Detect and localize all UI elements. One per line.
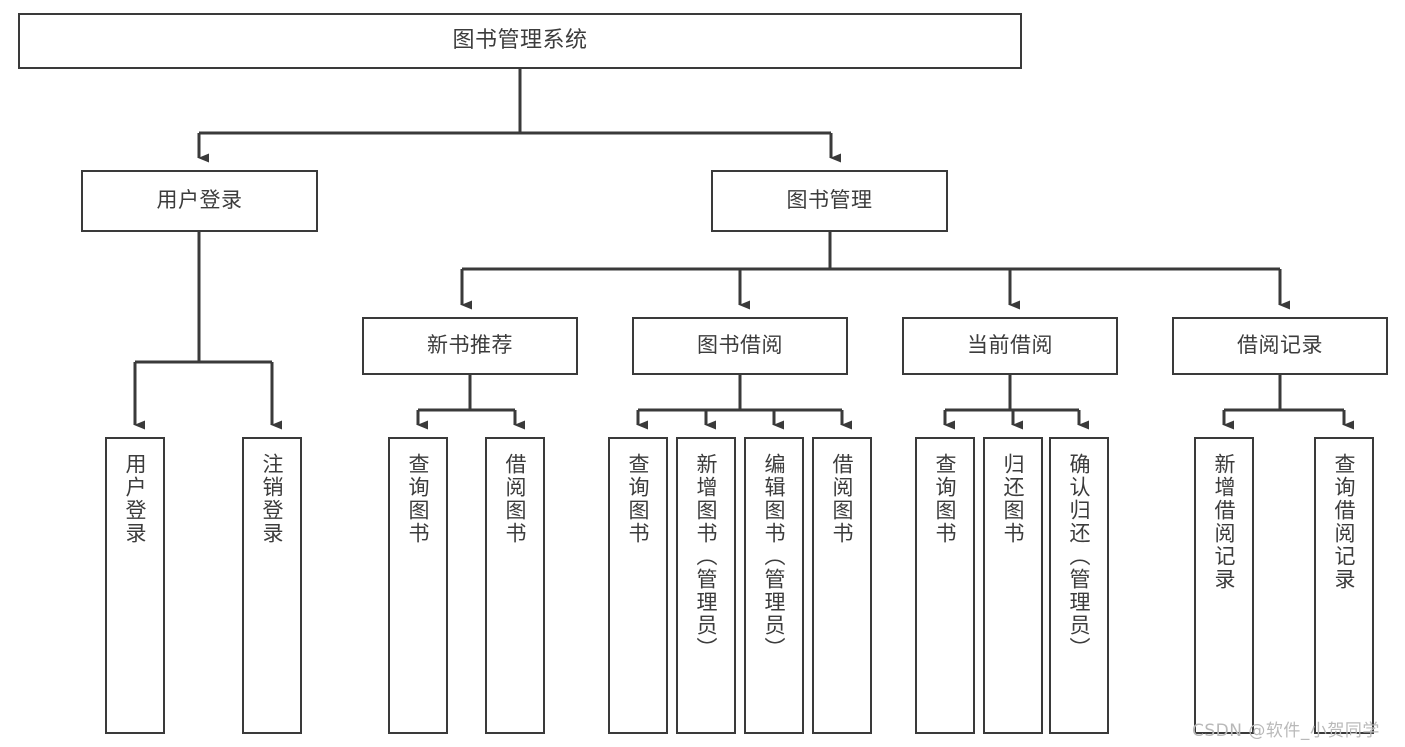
node-label: 借阅记录 [1237,333,1323,358]
node-label: 用户登录 [123,453,148,545]
node-label: 查询图书 [626,453,651,545]
node-level1-user-login[interactable]: 用户登录 [81,170,318,232]
node-label: 编辑图书（管理员） [762,453,787,660]
node-leaf-edit-book-admin[interactable]: 编辑图书（管理员） [744,437,804,734]
node-label: 借阅图书 [830,453,855,545]
node-label: 图书管理系统 [452,27,588,53]
node-label: 新书推荐 [427,333,513,358]
node-leaf-query-book-current[interactable]: 查询图书 [915,437,975,734]
node-leaf-borrow-book[interactable]: 借阅图书 [812,437,872,734]
node-leaf-return-book[interactable]: 归还图书 [983,437,1043,734]
node-leaf-logout[interactable]: 注销登录 [242,437,302,734]
node-level2-new-book-recommend[interactable]: 新书推荐 [362,317,578,375]
node-label: 当前借阅 [967,333,1053,358]
csdn-watermark: CSDN @软件_小贺同学 [1192,721,1380,741]
node-level2-current-borrow[interactable]: 当前借阅 [902,317,1118,375]
node-leaf-user-login[interactable]: 用户登录 [105,437,165,734]
node-leaf-query-borrow-record[interactable]: 查询借阅记录 [1314,437,1374,734]
node-label: 归还图书 [1001,453,1026,545]
node-leaf-borrow-book-recommend[interactable]: 借阅图书 [485,437,545,734]
node-label: 图书借阅 [697,333,783,358]
node-leaf-confirm-return-admin[interactable]: 确认归还（管理员） [1049,437,1109,734]
node-level1-book-management[interactable]: 图书管理 [711,170,948,232]
node-leaf-query-book-borrow[interactable]: 查询图书 [608,437,668,734]
node-label: 注销登录 [260,453,285,545]
node-label: 借阅图书 [503,453,528,545]
node-label: 新增图书（管理员） [694,453,719,660]
node-level2-borrow-record[interactable]: 借阅记录 [1172,317,1388,375]
node-leaf-add-borrow-record[interactable]: 新增借阅记录 [1194,437,1254,734]
node-root[interactable]: 图书管理系统 [18,13,1022,69]
node-leaf-query-book-recommend[interactable]: 查询图书 [388,437,448,734]
node-label: 确认归还（管理员） [1067,453,1092,660]
node-level2-book-borrow[interactable]: 图书借阅 [632,317,848,375]
node-label: 查询图书 [933,453,958,545]
node-label: 查询图书 [406,453,431,545]
node-label: 新增借阅记录 [1212,453,1237,591]
node-label: 查询借阅记录 [1332,453,1357,591]
node-label: 图书管理 [786,188,873,213]
node-leaf-add-book-admin[interactable]: 新增图书（管理员） [676,437,736,734]
node-label: 用户登录 [156,188,243,213]
